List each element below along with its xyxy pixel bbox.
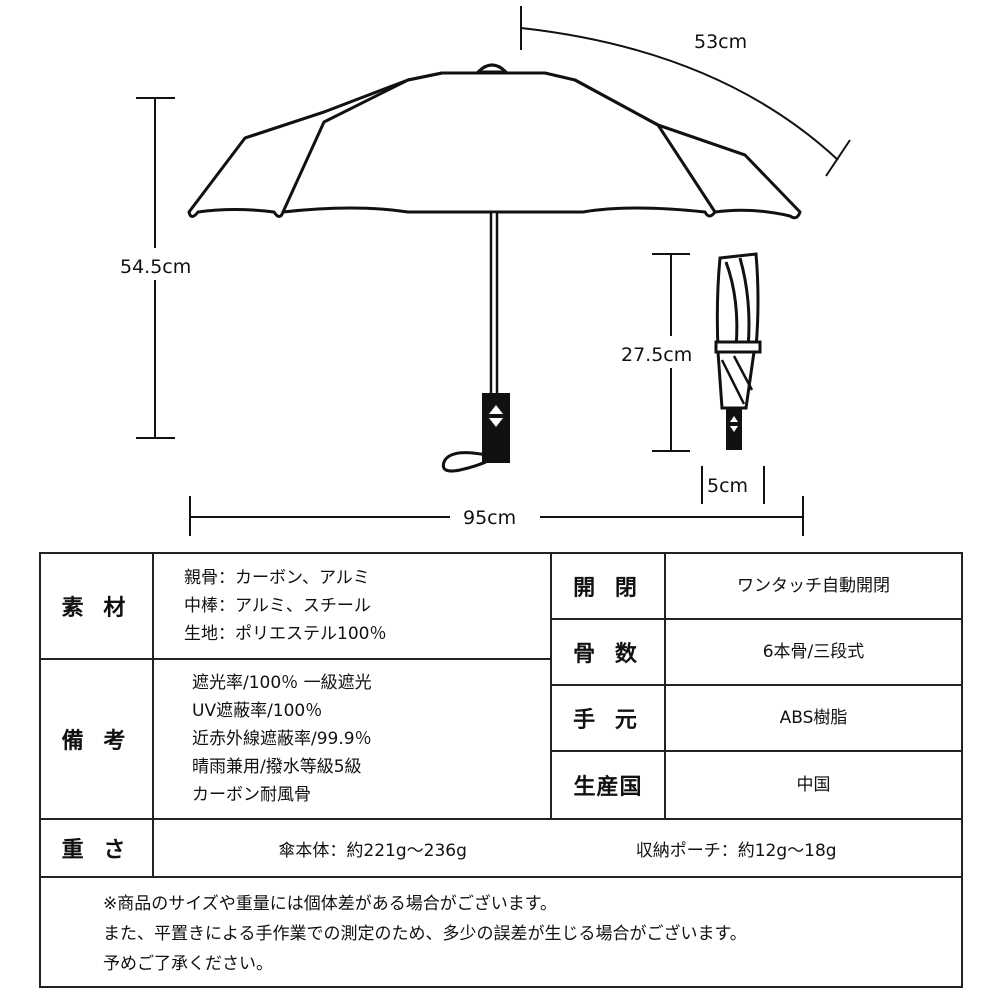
- weight-body: 傘本体：約221g～236g: [278, 840, 467, 861]
- dimension-folded-width: [701, 466, 765, 504]
- material-line: 中棒：アルミ、スチール: [184, 596, 371, 616]
- weight-pouch: 収納ポーチ：約12g～18g: [635, 840, 837, 861]
- ribs-header: 骨 数: [550, 618, 666, 686]
- material-line: 親骨：カーボン、アルミ: [184, 568, 370, 588]
- dimension-arc-length: [520, 6, 851, 177]
- handle-value: ABS樹脂: [664, 684, 963, 752]
- note-line: また、平置きによる手作業での測定のため、多少の誤差が生じる場合がございます。: [103, 924, 747, 944]
- open-button-icon: [489, 405, 503, 414]
- weight-header: 重 さ: [39, 818, 154, 878]
- note-line: ※商品のサイズや重量には個体差がある場合がございます。: [103, 894, 558, 914]
- canopy-rib: [574, 78, 717, 213]
- canopy-rib: [407, 71, 443, 82]
- open-close-header: 開 閉: [550, 552, 666, 620]
- origin-value: 中国: [664, 750, 963, 820]
- folded-length-label: 27.5cm: [621, 344, 692, 366]
- dimension-folded-length: [652, 253, 690, 452]
- close-button-icon: [489, 418, 503, 427]
- open-diameter-label: 95cm: [463, 507, 516, 529]
- open-close-value: ワンタッチ自動開閉: [664, 552, 963, 620]
- canopy-top-knob: [476, 63, 508, 74]
- disclaimer-note: ※商品のサイズや重量には個体差がある場合がございます。 また、平置きによる手作業…: [39, 876, 963, 988]
- remarks-line: 遮光率/100％ 一級遮光: [192, 673, 372, 693]
- origin-header: 生産国: [550, 750, 666, 820]
- material-header: 素 材: [39, 552, 154, 660]
- canopy-rib: [281, 78, 409, 213]
- open-umbrella-illustration: [187, 63, 802, 220]
- folded-lower: [716, 350, 756, 410]
- wrist-strap: [441, 451, 491, 473]
- ribs-value: 6本骨/三段式: [664, 618, 963, 686]
- remarks-value: 遮光率/100％ 一級遮光 UV遮蔽率/100％ 近赤外線遮蔽率/99.9％ 晴…: [152, 658, 552, 820]
- canopy-outline: [187, 71, 802, 220]
- remarks-line: 晴雨兼用/撥水等級5級: [192, 757, 362, 777]
- material-line: 生地：ポリエステル100％: [184, 624, 387, 644]
- remarks-line: UV遮蔽率/100％: [192, 701, 323, 721]
- canopy-rib: [244, 110, 325, 140]
- note-line: 予めご了承ください。: [103, 954, 273, 974]
- dimension-open-diameter: [189, 496, 804, 536]
- handle-header: 手 元: [550, 684, 666, 752]
- remarks-line: カーボン耐風骨: [192, 785, 311, 805]
- folded-width-label: 5cm: [707, 475, 748, 497]
- material-value: 親骨：カーボン、アルミ 中棒：アルミ、スチール 生地：ポリエステル100％: [152, 552, 552, 660]
- handle: [482, 393, 510, 463]
- shaft: [489, 210, 499, 397]
- open-height-label: 54.5cm: [120, 256, 191, 278]
- umbrella-diagram: 53cm 54.5cm 27.5cm 5cm 95cm: [120, 6, 851, 536]
- folded-umbrella-illustration: [714, 252, 762, 450]
- weight-value: 傘本体：約221g～236g 収納ポーチ：約12g～18g: [152, 818, 963, 878]
- spec-table: 素 材 親骨：カーボン、アルミ 中棒：アルミ、スチール 生地：ポリエステル100…: [39, 552, 963, 988]
- remarks-line: 近赤外線遮蔽率/99.9％: [192, 729, 372, 749]
- canopy-rib: [657, 123, 746, 157]
- umbrella-shaft-handle: [441, 210, 510, 473]
- dimension-open-height: [136, 97, 175, 439]
- arc-length-label: 53cm: [694, 31, 747, 53]
- remarks-header: 備 考: [39, 658, 154, 820]
